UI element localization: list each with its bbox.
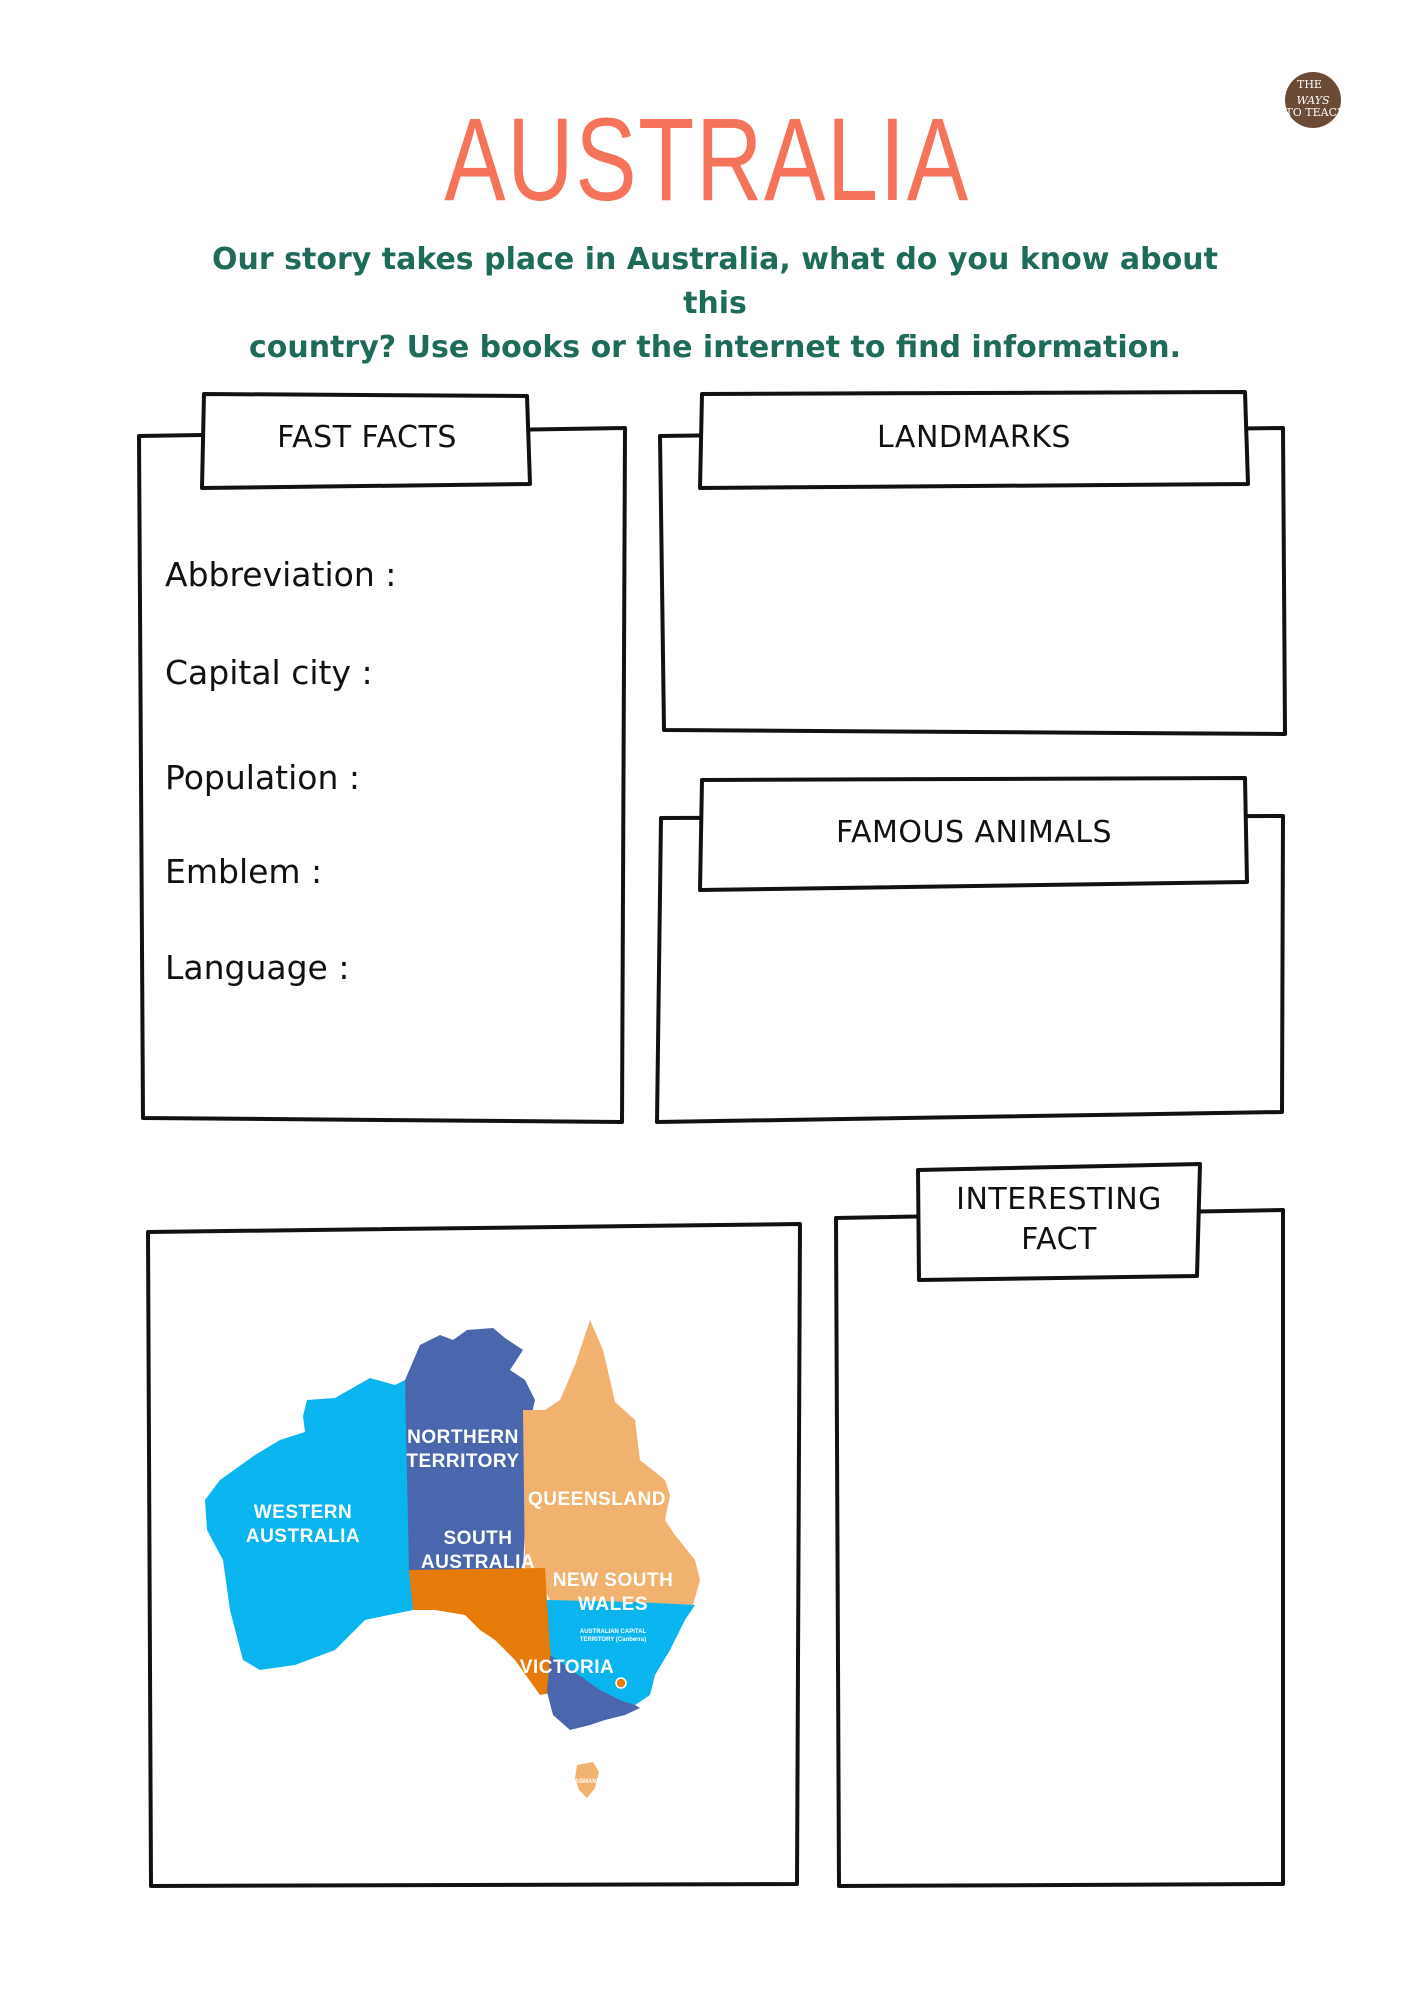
label-queensland: QUEENSLAND xyxy=(528,1489,666,1510)
label-act-1: AUSTRALIAN CAPITAL xyxy=(580,1629,647,1635)
label-south-australia-2: AUSTRALIA xyxy=(421,1552,535,1573)
label-western-australia-1: WESTERN xyxy=(254,1502,353,1523)
region-south-australia xyxy=(409,1568,555,1695)
fact-capital-city: Capital city : xyxy=(165,653,373,692)
logo-text-top: THE xyxy=(1297,78,1322,91)
landmarks-heading: LANDMARKS xyxy=(877,420,1071,455)
landmarks-box xyxy=(658,426,1287,736)
page-title: AUSTRALIA xyxy=(444,94,970,226)
region-tasmania xyxy=(575,1762,599,1798)
label-victoria: VICTORIA xyxy=(520,1657,614,1678)
fact-language: Language : xyxy=(165,948,350,987)
region-northern-territory xyxy=(405,1328,535,1570)
logo-text-bot: TO TEACH xyxy=(1285,106,1343,119)
region-new-south-wales xyxy=(547,1600,695,1705)
fact-population: Population : xyxy=(165,758,360,797)
label-tasmania: TASMANIA xyxy=(571,1779,603,1785)
label-western-australia-2: AUSTRALIA xyxy=(246,1526,360,1547)
label-act-2: TERRITORY (Canberra) xyxy=(580,1637,646,1643)
label-new-south-wales-2: WALES xyxy=(578,1594,648,1615)
label-new-south-wales-1: NEW SOUTH xyxy=(553,1570,674,1591)
region-queensland xyxy=(523,1320,700,1605)
region-victoria xyxy=(547,1655,640,1730)
famous-animals-box xyxy=(655,814,1285,1124)
interesting-fact-box xyxy=(834,1208,1285,1888)
interesting-fact-heading-line-1: INTERESTING xyxy=(956,1182,1162,1217)
logo-text-mid: WAYS xyxy=(1296,94,1330,107)
label-northern-territory-1: NORTHERN xyxy=(407,1427,519,1448)
interesting-fact-heading: INTERESTING FACT xyxy=(918,1180,1200,1260)
region-western-australia xyxy=(205,1378,413,1670)
fact-emblem: Emblem : xyxy=(165,852,323,891)
famous-animals-heading: FAMOUS ANIMALS xyxy=(835,815,1113,850)
fast-facts-heading: FAST FACTS xyxy=(277,420,457,455)
label-south-australia-1: SOUTH xyxy=(444,1528,513,1549)
interesting-fact-heading-line-2: FACT xyxy=(1021,1222,1097,1257)
canberra-dot xyxy=(615,1677,627,1689)
intro-text: Our story takes place in Australia, what… xyxy=(190,238,1240,370)
intro-line-2: country? Use books or the internet to fi… xyxy=(248,330,1182,365)
label-northern-territory-2: TERRITORY xyxy=(406,1451,519,1472)
fact-abbreviation: Abbreviation : xyxy=(165,555,397,594)
brand-logo: THE WAYS TO TEACH xyxy=(1285,72,1343,128)
intro-line-1: Our story takes place in Australia, what… xyxy=(212,242,1218,321)
australia-map: WESTERN AUSTRALIA NORTHERN TERRITORY QUE… xyxy=(205,1320,700,1798)
